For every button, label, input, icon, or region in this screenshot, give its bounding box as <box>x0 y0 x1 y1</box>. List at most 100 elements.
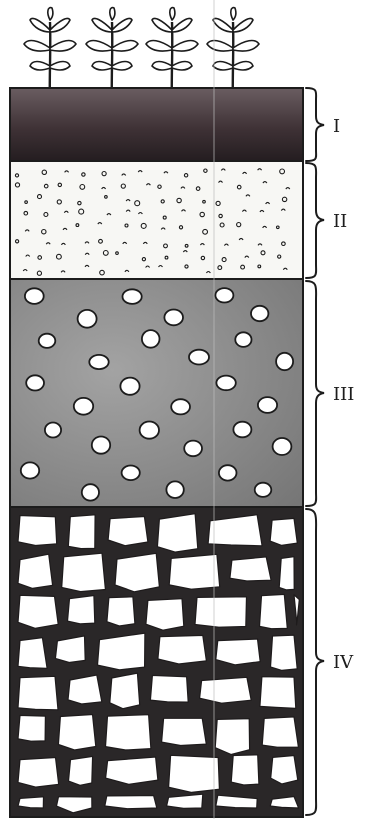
gravel-pebble <box>45 423 61 438</box>
bedrock-stone <box>260 677 296 709</box>
gravel-pebble <box>184 441 202 457</box>
plant-leaf <box>172 41 198 52</box>
bedrock-stone <box>18 797 44 808</box>
plant-leaf <box>30 18 50 32</box>
gravel-pebble <box>123 289 142 304</box>
bedrock-stone <box>55 636 85 663</box>
bedrock-stone <box>230 557 271 581</box>
plant-leaf <box>86 41 112 52</box>
plant-leaf <box>213 62 233 71</box>
bedrock-stone <box>216 639 260 665</box>
gravel-pebble <box>39 334 56 348</box>
gravel-pebble <box>215 288 233 302</box>
layer-i-topsoil <box>10 88 303 161</box>
bedrock-stone <box>115 553 159 592</box>
bedrock-stone <box>150 675 188 702</box>
plant-leaf <box>233 18 253 32</box>
plant-leaf <box>146 41 172 52</box>
bedrock-stone <box>195 597 247 627</box>
gravel-pebble <box>142 330 160 348</box>
bracket-ii <box>306 163 324 278</box>
bedrock-stone <box>158 635 207 664</box>
bedrock-stone <box>157 514 197 552</box>
layer-label-iv: IV <box>333 652 354 673</box>
bedrock-stone <box>279 557 294 590</box>
plant-leaf <box>50 18 70 32</box>
gravel-pebble <box>122 466 140 481</box>
plant-leaf <box>213 18 233 32</box>
layer-label-i: I <box>333 116 340 137</box>
bedrock-stone <box>18 758 59 788</box>
bedrock-stone <box>106 757 158 784</box>
plant-leaf <box>152 18 172 32</box>
plant-leaf <box>170 8 175 20</box>
plant-leaf <box>50 62 70 71</box>
soil-column <box>10 0 303 819</box>
plant-leaf <box>172 18 192 32</box>
bedrock-stone <box>270 518 297 545</box>
bedrock-stone <box>62 553 106 591</box>
plant-leaf <box>92 18 112 32</box>
bedrock-stone <box>200 677 252 703</box>
plant-leaf <box>92 62 112 71</box>
gravel-pebble <box>82 484 99 500</box>
gravel-pebble <box>273 438 292 455</box>
bedrock-stone <box>106 715 151 750</box>
gravel-pebble <box>89 355 108 369</box>
bedrock-stone <box>215 719 249 755</box>
bedrock-stone <box>146 599 184 631</box>
plant-leaf <box>112 62 132 71</box>
bedrock-stone <box>162 718 207 745</box>
gravel-pebble <box>251 306 268 321</box>
layer-label-iii: III <box>333 384 354 405</box>
gravel-pebble <box>25 288 44 304</box>
plant-leaf <box>233 62 253 71</box>
bedrock-stone <box>260 594 288 628</box>
gravel-pebble <box>166 481 183 498</box>
plant-leaf <box>110 8 115 20</box>
gravel-pebble <box>219 465 237 480</box>
plant-leaf <box>207 41 233 52</box>
bedrock-stone <box>18 554 53 588</box>
layer-brackets <box>306 88 324 815</box>
bracket-iii <box>306 281 324 506</box>
gravel-pebble <box>255 483 272 497</box>
bracket-iv <box>306 509 324 815</box>
bedrock-stone <box>271 635 298 670</box>
bedrock-stone <box>68 675 102 704</box>
gravel-pebble <box>189 350 209 365</box>
bedrock-stone <box>231 755 259 785</box>
gravel-pebble <box>276 353 293 370</box>
gravel-pebble <box>92 437 110 454</box>
plant-leaf <box>152 62 172 71</box>
gravel-pebble <box>258 397 277 413</box>
plant-leaf <box>112 18 132 32</box>
bracket-i <box>306 88 324 161</box>
gravel-pebble <box>235 332 251 347</box>
bedrock-stone <box>107 597 135 626</box>
bedrock-stone <box>18 516 57 546</box>
gravel-pebble <box>26 375 44 390</box>
bedrock-stone <box>18 638 47 669</box>
plant-leaf <box>231 8 236 20</box>
bedrock-stone <box>68 596 95 624</box>
bedrock-stone <box>110 673 140 709</box>
gravel-pebble <box>140 422 159 439</box>
plant-leaf <box>24 41 50 52</box>
bedrock-stone <box>18 715 45 741</box>
bedrock-stone <box>262 717 298 747</box>
bedrock-stone <box>98 633 145 670</box>
layer-ii-subsoil <box>10 161 303 279</box>
layer-label-ii: II <box>333 211 347 232</box>
gravel-pebble <box>164 310 183 326</box>
gravel-pebble <box>21 462 39 478</box>
bedrock-stone <box>18 676 58 710</box>
plant-leaf <box>48 8 53 20</box>
bedrock-stone <box>69 756 93 785</box>
bedrock-stone <box>169 755 220 792</box>
bedrock-stone <box>18 595 58 628</box>
gravel-pebble <box>120 378 139 395</box>
plant-leaf <box>172 62 192 71</box>
gravel-pebble <box>216 376 235 391</box>
